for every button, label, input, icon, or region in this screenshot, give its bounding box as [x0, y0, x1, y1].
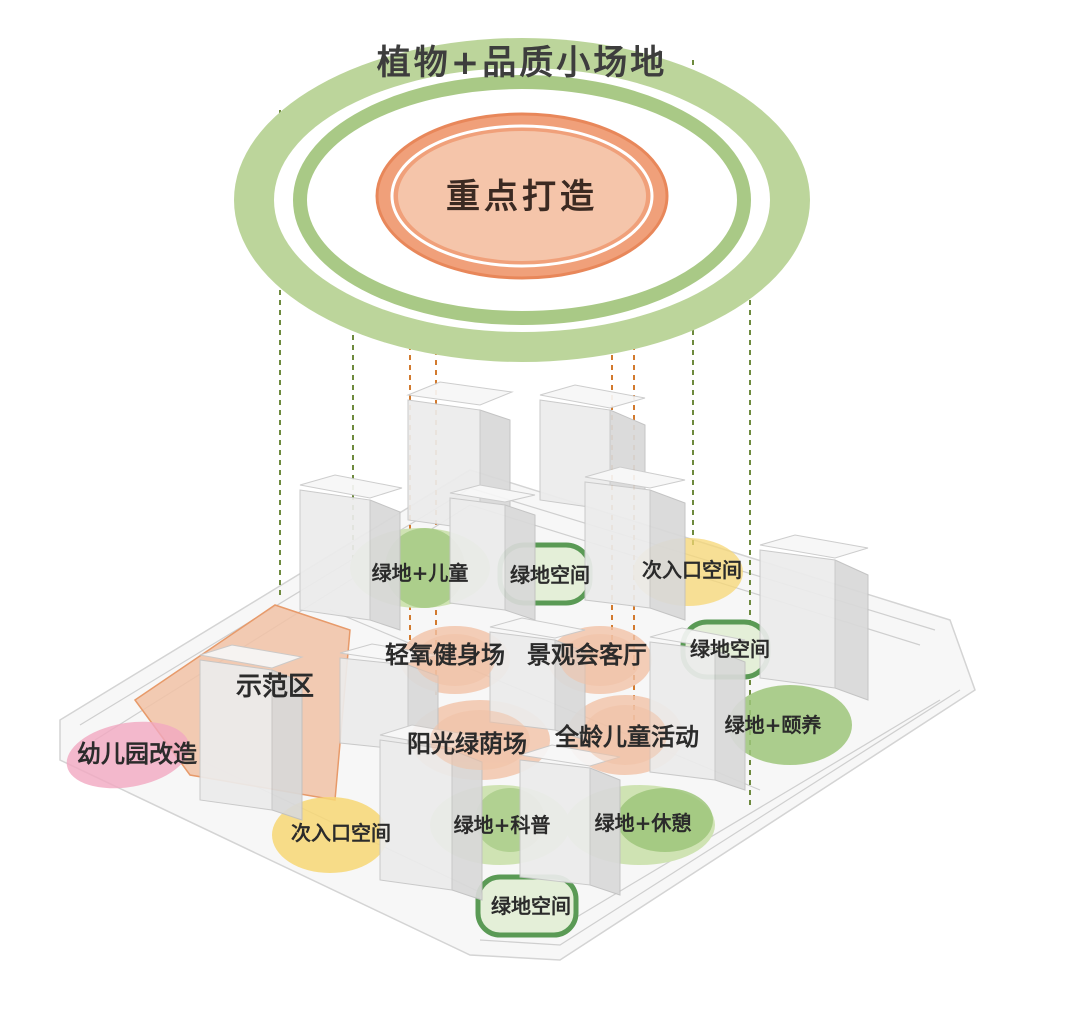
building-right [759, 534, 869, 701]
zone-label-entrance-right: 次入口空间 [642, 558, 742, 582]
core-label: 重点打造 [446, 177, 598, 217]
zone-label-entrance-left: 次入口空间 [291, 821, 391, 845]
zone-label-elderly: 绿地+颐养 [725, 713, 822, 737]
zone-label-rest: 绿地+休憩 [595, 811, 692, 835]
buildings [199, 381, 869, 901]
building-right-mid [649, 627, 746, 791]
zone-label-all-age: 全龄儿童活动 [554, 723, 699, 751]
zone-label-sunlight: 阳光绿荫场 [407, 730, 527, 758]
zone-label-green-children: 绿地+儿童 [372, 561, 469, 585]
zone-shape-kindergarten [66, 721, 190, 789]
zone-label-kindergarten: 幼儿园改造 [77, 740, 197, 768]
core-orange-ring [375, 112, 669, 280]
zone-label-green-space-1: 绿地空间 [510, 563, 590, 587]
building-front-left [199, 644, 304, 821]
building-center-right [584, 466, 686, 621]
outer-ring-label: 植物+品质小场地 [377, 43, 668, 83]
zone-label-fitness: 轻氧健身场 [385, 641, 505, 669]
zone-shape-elderly [728, 685, 852, 765]
building-left [299, 474, 403, 631]
zone-label-green-space-2: 绿地空间 [690, 637, 770, 661]
building-front-center [379, 724, 484, 901]
zone-label-lounge: 景观会客厅 [527, 641, 647, 669]
building-center-left [449, 484, 536, 621]
zone-label-green-space-3: 绿地空间 [491, 894, 571, 918]
zone-label-science: 绿地+科普 [454, 813, 551, 837]
zone-label-demo: 示范区 [236, 672, 314, 702]
building-front-right [519, 744, 621, 896]
zone-overlays [415, 634, 667, 770]
zone-labels: 绿地+儿童 绿地空间 次入口空间 轻氧健身场 景观会客厅 绿地空间 示范区 阳光… [77, 558, 821, 918]
